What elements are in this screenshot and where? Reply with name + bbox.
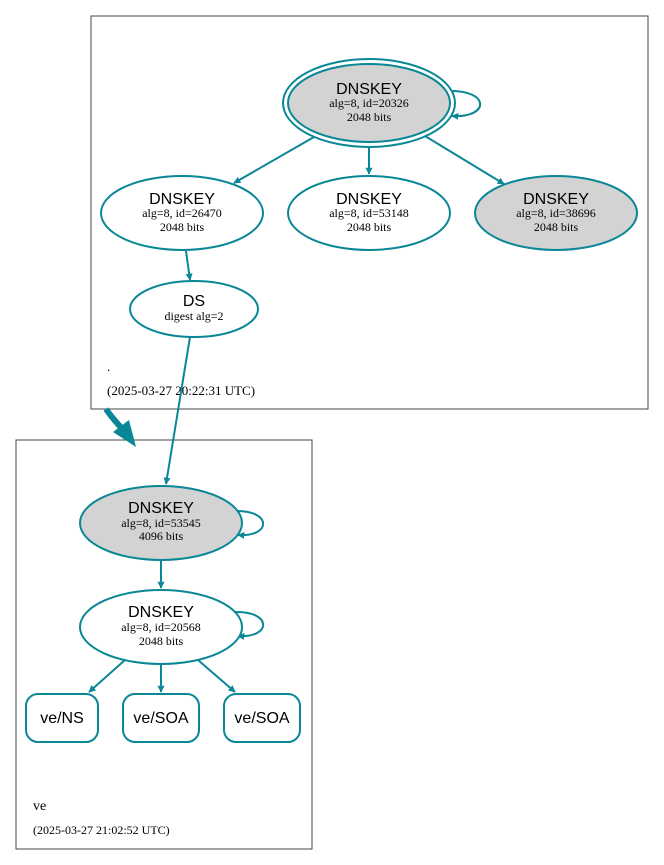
node-line2: 2048 bits bbox=[347, 110, 392, 124]
node-root-ksk[interactable]: DNSKEY alg=8, id=20326 2048 bits bbox=[282, 58, 456, 148]
delegation-arrowhead bbox=[113, 420, 136, 447]
node-line2: 2048 bits bbox=[160, 220, 205, 234]
node-line2: 2048 bits bbox=[347, 220, 392, 234]
node-root-ksk-38696[interactable]: DNSKEY alg=8, id=38696 2048 bits bbox=[474, 175, 638, 251]
node-title: DNSKEY bbox=[336, 81, 402, 98]
node-line1: alg=8, id=20326 bbox=[329, 96, 409, 110]
node-ds[interactable]: DS digest alg=2 bbox=[129, 280, 259, 338]
edge-ve-zsk-to-ns bbox=[88, 659, 126, 693]
node-title: DNSKEY bbox=[128, 604, 194, 621]
node-title: ve/SOA bbox=[234, 710, 289, 727]
edge-ve-zsk-self bbox=[234, 610, 265, 640]
edge-ds-to-ve-ksk bbox=[163, 336, 191, 485]
node-ve-soa-1[interactable]: ve/SOA bbox=[122, 693, 200, 743]
zone-ve-box bbox=[15, 439, 313, 850]
edge-zsk1-to-ds bbox=[185, 250, 193, 281]
node-line2: 2048 bits bbox=[534, 220, 579, 234]
node-line1: alg=8, id=53545 bbox=[121, 516, 201, 530]
node-line2: 4096 bits bbox=[139, 529, 184, 543]
node-title: DNSKEY bbox=[149, 191, 215, 208]
node-title: DS bbox=[183, 293, 205, 310]
node-root-zsk-26470[interactable]: DNSKEY alg=8, id=26470 2048 bits bbox=[100, 175, 264, 251]
edge-ksk-to-zsk1 bbox=[233, 136, 315, 184]
node-line1: digest alg=2 bbox=[164, 309, 223, 323]
node-root-zsk-53148[interactable]: DNSKEY alg=8, id=53148 2048 bits bbox=[287, 175, 451, 251]
node-title: DNSKEY bbox=[128, 500, 194, 517]
node-line1: alg=8, id=53148 bbox=[329, 206, 409, 220]
zone-ve-timestamp: (2025-03-27 21:02:52 UTC) bbox=[33, 823, 170, 837]
zone-ve-name: ve bbox=[33, 799, 46, 814]
node-ve-ksk-53545[interactable]: DNSKEY alg=8, id=53545 4096 bits bbox=[79, 485, 243, 561]
edge-ksk-to-ksk2 bbox=[424, 135, 505, 185]
node-line1: alg=8, id=26470 bbox=[142, 206, 222, 220]
zone-root-box bbox=[90, 15, 649, 410]
node-line2: 2048 bits bbox=[139, 634, 184, 648]
node-title: ve/NS bbox=[40, 710, 84, 727]
edge-root-ksk-self bbox=[448, 89, 481, 120]
zone-root-name: . bbox=[107, 359, 110, 374]
node-title: DNSKEY bbox=[336, 191, 402, 208]
node-title: ve/SOA bbox=[133, 710, 188, 727]
node-line1: alg=8, id=20568 bbox=[121, 620, 201, 634]
node-ve-ns[interactable]: ve/NS bbox=[25, 693, 99, 743]
node-ve-zsk-20568[interactable]: DNSKEY alg=8, id=20568 2048 bits bbox=[79, 589, 243, 665]
node-ve-soa-2[interactable]: ve/SOA bbox=[223, 693, 301, 743]
node-line1: alg=8, id=38696 bbox=[516, 206, 596, 220]
edge-ve-zsk-to-soa2 bbox=[197, 659, 236, 693]
node-title: DNSKEY bbox=[523, 191, 589, 208]
edge-ve-ksk-self bbox=[234, 509, 265, 539]
